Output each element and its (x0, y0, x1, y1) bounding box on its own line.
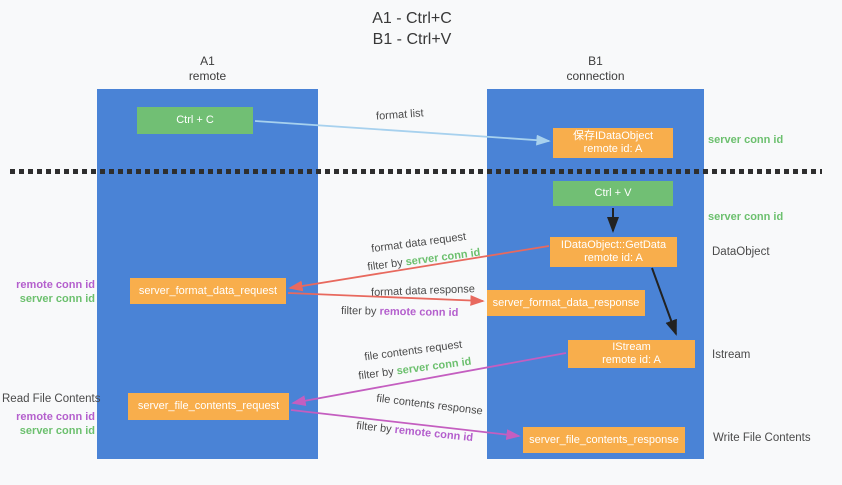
filter-by-text-4: filter by (355, 419, 393, 436)
remote-conn-id-annotation-1: remote conn id (16, 279, 95, 291)
server-conn-id-annotation-1: server conn id (19, 292, 95, 305)
format-data-response-label: format data response (370, 283, 476, 299)
lifeline-b-role: connection (566, 69, 625, 83)
file-contents-response-label: file contents response (375, 392, 484, 418)
istream-line1: IStream (612, 341, 651, 353)
ctrl-c-box: Ctrl + C (137, 107, 253, 134)
dataobject-annotation: DataObject (712, 246, 770, 258)
file-conn-id-group: remote conn id server conn id (2, 411, 95, 438)
format-response-filter-label: filter by remote conn id (341, 305, 459, 319)
lifeline-a-id: A1 (200, 54, 215, 68)
istream-line2: remote id: A (602, 354, 661, 366)
save-dataobject-line2: remote id: A (583, 143, 643, 155)
remote-conn-id-annotation-2: remote conn id (16, 411, 95, 423)
server-conn-id-annotation-2: server conn id (19, 424, 95, 437)
ctrl-v-label: Ctrl + V (594, 187, 632, 199)
getdata-box: IDataObject::GetData remote id: A (550, 237, 677, 267)
istream-box: IStream remote id: A (568, 340, 695, 368)
istream-annotation: Istream (712, 349, 751, 361)
title-line-1: A1 - Ctrl+C (372, 10, 452, 27)
file-response-label: server_file_contents_response (529, 433, 679, 446)
lifeline-a-role: remote (188, 69, 227, 83)
getdata-line1: IDataObject::GetData (560, 239, 667, 251)
lifeline-b-id: B1 (588, 54, 603, 68)
file-response-filter-label: filter by remote conn id (356, 420, 474, 444)
read-file-contents-annotation: Read File Contents (2, 393, 101, 405)
file-request-box: server_file_contents_request (128, 393, 289, 420)
diagram-title: A1 - Ctrl+C B1 - Ctrl+V (312, 8, 512, 50)
filter-by-text-1: filter by (366, 256, 404, 274)
filter-by-text-3: filter by (357, 365, 395, 383)
format-conn-id-group: remote conn id server conn id (2, 279, 95, 306)
format-list-label: format list (375, 107, 425, 123)
server-conn-id-annotation-top: server conn id (708, 134, 784, 146)
ctrl-v-box: Ctrl + V (553, 181, 673, 206)
filter-server-conn-id-2: server conn id (395, 355, 473, 378)
filter-by-text-2: filter by (340, 304, 377, 318)
lifeline-b-header: B1 connection (487, 54, 704, 84)
file-response-box: server_file_contents_response (523, 427, 685, 453)
save-dataobject-line1: 保存IDataObject (572, 130, 654, 142)
title-line-2: B1 - Ctrl+V (372, 31, 452, 48)
filter-remote-conn-id-2: remote conn id (394, 423, 474, 445)
ctrl-c-label: Ctrl + C (176, 114, 214, 126)
format-request-box: server_format_data_request (130, 278, 286, 304)
format-response-label: server_format_data_response (492, 296, 640, 309)
filter-remote-conn-id-1: remote conn id (379, 305, 459, 320)
session-divider-line (10, 169, 822, 174)
format-response-box: server_format_data_response (487, 290, 645, 316)
format-request-label: server_format_data_request (138, 284, 278, 297)
write-file-contents-annotation: Write File Contents (713, 432, 811, 444)
server-conn-id-annotation-mid: server conn id (708, 211, 784, 223)
getdata-line2: remote id: A (584, 252, 643, 264)
file-request-label: server_file_contents_request (137, 400, 280, 412)
save-dataobject-box: 保存IDataObject remote id: A (553, 128, 673, 158)
filter-server-conn-id-1: server conn id (404, 246, 482, 269)
lifeline-a-header: A1 remote (97, 54, 318, 84)
